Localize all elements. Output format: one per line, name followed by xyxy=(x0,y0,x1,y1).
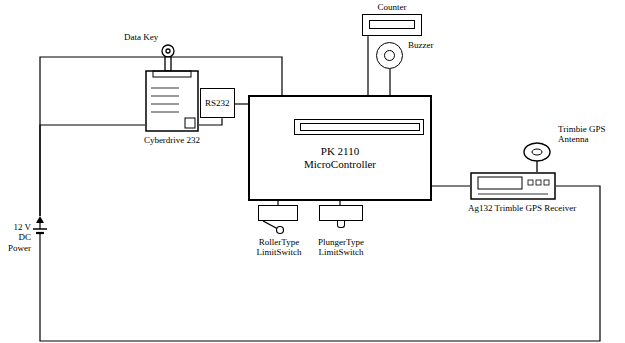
key-socket xyxy=(153,71,191,77)
component-node: PK 2110 MicroController xyxy=(248,95,432,201)
node-label: Counter xyxy=(362,2,422,12)
node-label: RollerType LimitSwitch xyxy=(248,237,310,258)
dish xyxy=(524,143,550,161)
drawing-stroke xyxy=(151,104,179,105)
controller-label-holder: PK 2110 MicroController xyxy=(250,145,430,170)
wire-connector xyxy=(40,57,282,216)
drawing-stroke xyxy=(39,233,40,250)
node-label: Trimbie GPS Antenna xyxy=(558,124,622,145)
cyberdrive-case xyxy=(146,71,198,131)
buzzer-core xyxy=(384,50,395,61)
plunger-pin xyxy=(337,221,345,228)
counter-window xyxy=(369,20,415,29)
drawing-stroke xyxy=(478,194,548,195)
node-label: PK 2110 MicroController xyxy=(294,145,386,170)
wire-connector xyxy=(235,103,249,104)
wire-connector xyxy=(432,185,470,186)
controller-display-inner xyxy=(300,123,420,131)
component-node: PlungerType LimitSwitch xyxy=(310,205,372,221)
wire-connector xyxy=(40,125,145,216)
battery-symbol xyxy=(32,216,48,250)
wire-connector xyxy=(389,69,390,95)
roller-switch-body xyxy=(258,205,298,221)
component-node: Buzzer xyxy=(376,42,404,69)
battery-plate xyxy=(33,228,47,230)
node-label: 12 V DC Power xyxy=(1,222,31,253)
receiver-unit xyxy=(470,172,556,200)
receiver-key xyxy=(536,180,541,185)
drawing-stroke xyxy=(151,112,179,113)
dish-mast xyxy=(536,161,537,172)
controller-display xyxy=(294,119,424,135)
dish-center xyxy=(532,149,542,155)
data-key-icon xyxy=(162,45,174,71)
roller-wheel xyxy=(277,227,284,234)
drawing-stroke xyxy=(151,88,179,89)
drawing-stroke xyxy=(151,96,179,97)
node-label: RS232 xyxy=(205,98,230,108)
component-node: 12 V DC Power xyxy=(0,216,50,250)
node-label: Ag132 Trimble GPS Receiver xyxy=(468,203,578,213)
cyberdrive-drawing xyxy=(145,70,199,132)
wire-connector xyxy=(367,36,368,95)
plunger-switch-body xyxy=(319,205,363,221)
component-node: Trimbie GPS Antenna xyxy=(520,124,624,172)
receiver-screen xyxy=(478,177,522,189)
component-node: RollerType LimitSwitch xyxy=(248,205,310,221)
wire-connector xyxy=(199,118,222,125)
buzzer-circle xyxy=(376,42,403,69)
power-arrow xyxy=(36,216,44,223)
component-node: Ag132 Trimble GPS Receiver xyxy=(468,172,578,213)
node-label: Cyberdrive 232 xyxy=(132,135,212,145)
component-node: RS232 xyxy=(200,88,235,118)
receiver-key xyxy=(528,180,533,185)
drawing-stroke xyxy=(39,222,40,229)
roller-lever xyxy=(260,221,286,235)
node-label: Buzzer xyxy=(408,40,433,50)
cyberdrive-port xyxy=(185,118,195,128)
wire-connector xyxy=(40,186,600,341)
antenna-dish xyxy=(520,142,554,172)
counter-body xyxy=(362,14,422,36)
node-label: PlungerType LimitSwitch xyxy=(310,237,372,258)
part-label: Data Key xyxy=(124,32,158,42)
receiver-key xyxy=(544,180,549,185)
receiver-case xyxy=(471,173,555,199)
component-node: Counter xyxy=(362,2,422,36)
cyberdrive-body xyxy=(145,70,199,132)
lever-arm xyxy=(263,221,278,229)
